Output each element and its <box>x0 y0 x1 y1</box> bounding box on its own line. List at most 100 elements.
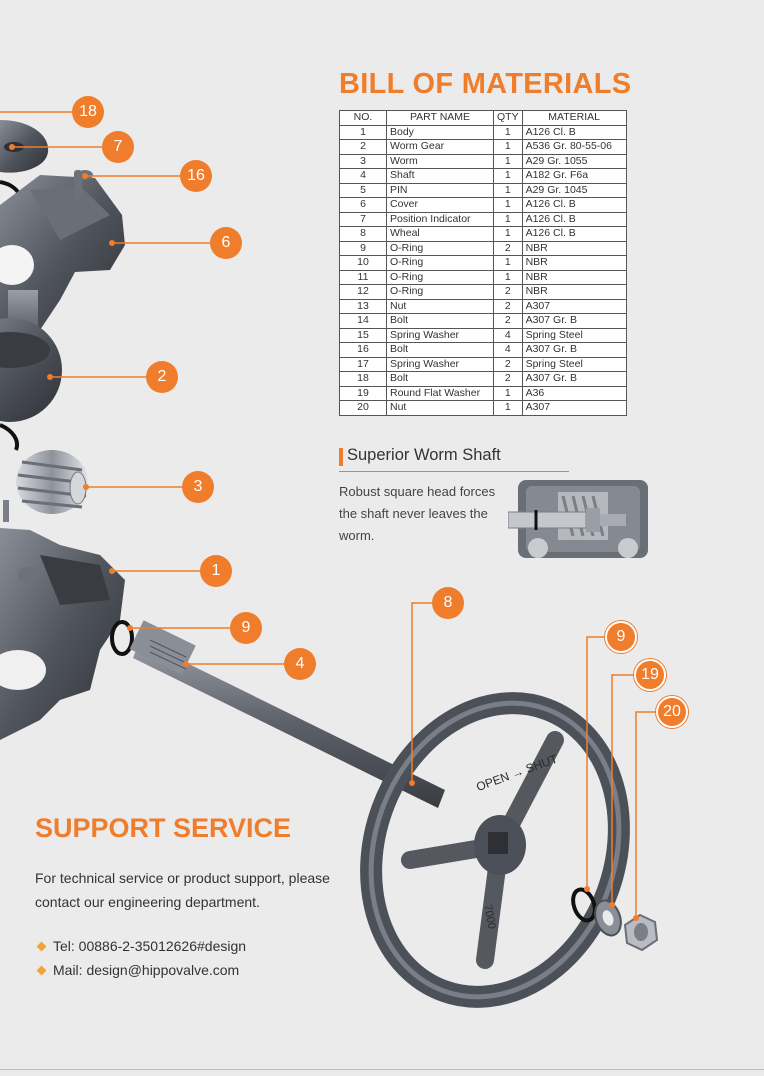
callout-4: 4 <box>284 648 316 680</box>
bom-material-cell: Spring Steel <box>521 356 627 372</box>
page-bottom-rule <box>0 1069 764 1070</box>
o-ring-part <box>571 887 597 923</box>
bom-no-cell: 17 <box>339 356 387 372</box>
worm-part <box>16 450 88 514</box>
bom-material-cell: A126 Cl. B <box>521 226 627 242</box>
bom-no-cell: 8 <box>339 226 387 242</box>
bom-no-cell: 3 <box>339 153 387 169</box>
bom-header-material: MATERIAL <box>521 110 627 126</box>
callout-20: 20 <box>656 696 688 728</box>
bom-material-cell: A307 Gr. B <box>521 371 627 387</box>
bom-header-qty: QTY <box>493 110 523 126</box>
bom-no-cell: 16 <box>339 342 387 358</box>
bom-part-name-cell: Worm Gear <box>386 139 494 155</box>
bom-no-cell: 19 <box>339 385 387 401</box>
bom-part-name-cell: Bolt <box>386 371 494 387</box>
bom-qty-cell: 1 <box>493 385 523 401</box>
bom-part-name-cell: Nut <box>386 400 494 416</box>
bom-qty-cell: 2 <box>493 240 523 256</box>
callout-9: 9 <box>230 612 262 644</box>
bom-qty-cell: 1 <box>493 139 523 155</box>
bom-qty-cell: 4 <box>493 327 523 343</box>
bom-qty-cell: 2 <box>493 313 523 329</box>
callout-16: 16 <box>180 160 212 192</box>
bullet-diamond-icon <box>36 941 47 952</box>
support-title: SUPPORT SERVICE <box>35 813 292 843</box>
callout-7: 7 <box>102 131 134 163</box>
bom-qty-cell: 2 <box>493 284 523 300</box>
bom-qty-cell: 2 <box>493 298 523 314</box>
bom-qty-cell: 1 <box>493 400 523 416</box>
bom-material-cell: NBR <box>521 240 627 256</box>
bom-qty-cell: 2 <box>493 356 523 372</box>
bom-header-part-name: PART NAME <box>386 110 494 126</box>
bom-no-cell: 18 <box>339 371 387 387</box>
bom-material-cell: NBR <box>521 255 627 271</box>
bom-part-name-cell: PIN <box>386 182 494 198</box>
bom-qty-cell: 1 <box>493 255 523 271</box>
bom-qty-cell: 1 <box>493 269 523 285</box>
callout-dots <box>9 144 639 921</box>
bom-header-row: NO. PART NAME QTY MATERIAL <box>339 110 627 126</box>
bom-qty-cell: 1 <box>493 124 523 140</box>
bom-qty-cell: 2 <box>493 371 523 387</box>
bom-part-name-cell: O-Ring <box>386 255 494 271</box>
bom-qty-cell: 1 <box>493 182 523 198</box>
bom-material-cell: NBR <box>521 269 627 285</box>
bom-part-name-cell: Position Indicator <box>386 211 494 227</box>
callout-1: 1 <box>200 555 232 587</box>
handwheel-part <box>360 692 630 1008</box>
bom-qty-cell: 1 <box>493 153 523 169</box>
bom-no-cell: 10 <box>339 255 387 271</box>
support-description: For technical service or product support… <box>35 870 330 910</box>
bom-part-name-cell: Round Flat Washer <box>386 385 494 401</box>
bom-part-name-cell: O-Ring <box>386 240 494 256</box>
bom-no-cell: 7 <box>339 211 387 227</box>
bom-part-name-cell: Spring Washer <box>386 356 494 372</box>
contact-mail: Mail: design@hippovalve.com <box>35 962 239 978</box>
bom-material-cell: A126 Cl. B <box>521 124 627 140</box>
bom-material-cell: Spring Steel <box>521 327 627 343</box>
bom-material-cell: A307 <box>521 400 627 416</box>
feature-description: Robust square head forces the shaft neve… <box>339 484 496 543</box>
contact-tel-text: Tel: 00886-2-35012626#design <box>53 938 247 954</box>
bom-part-name-cell: O-Ring <box>386 269 494 285</box>
bom-no-cell: 5 <box>339 182 387 198</box>
bom-qty-cell: 1 <box>493 226 523 242</box>
bom-part-name-cell: Wheal <box>386 226 494 242</box>
bom-material-cell: NBR <box>521 284 627 300</box>
bom-qty-cell: 1 <box>493 197 523 213</box>
bom-material-cell: A307 Gr. B <box>521 313 627 329</box>
bom-no-cell: 11 <box>339 269 387 285</box>
callout-3: 3 <box>182 471 214 503</box>
bom-material-cell: A307 Gr. B <box>521 342 627 358</box>
bom-header-no: NO. <box>339 110 387 126</box>
bom-no-cell: 15 <box>339 327 387 343</box>
bom-no-cell: 1 <box>339 124 387 140</box>
bom-part-name-cell: Body <box>386 124 494 140</box>
bom-no-cell: 14 <box>339 313 387 329</box>
worm-shaft-cutaway-image <box>508 480 648 558</box>
feature-accent-bar <box>339 448 343 466</box>
bom-no-cell: 13 <box>339 298 387 314</box>
shaft-part <box>129 620 445 808</box>
bom-material-cell: A126 Cl. B <box>521 211 627 227</box>
wheel-number-text: 7000 <box>482 904 498 930</box>
callout-18: 18 <box>72 96 104 128</box>
